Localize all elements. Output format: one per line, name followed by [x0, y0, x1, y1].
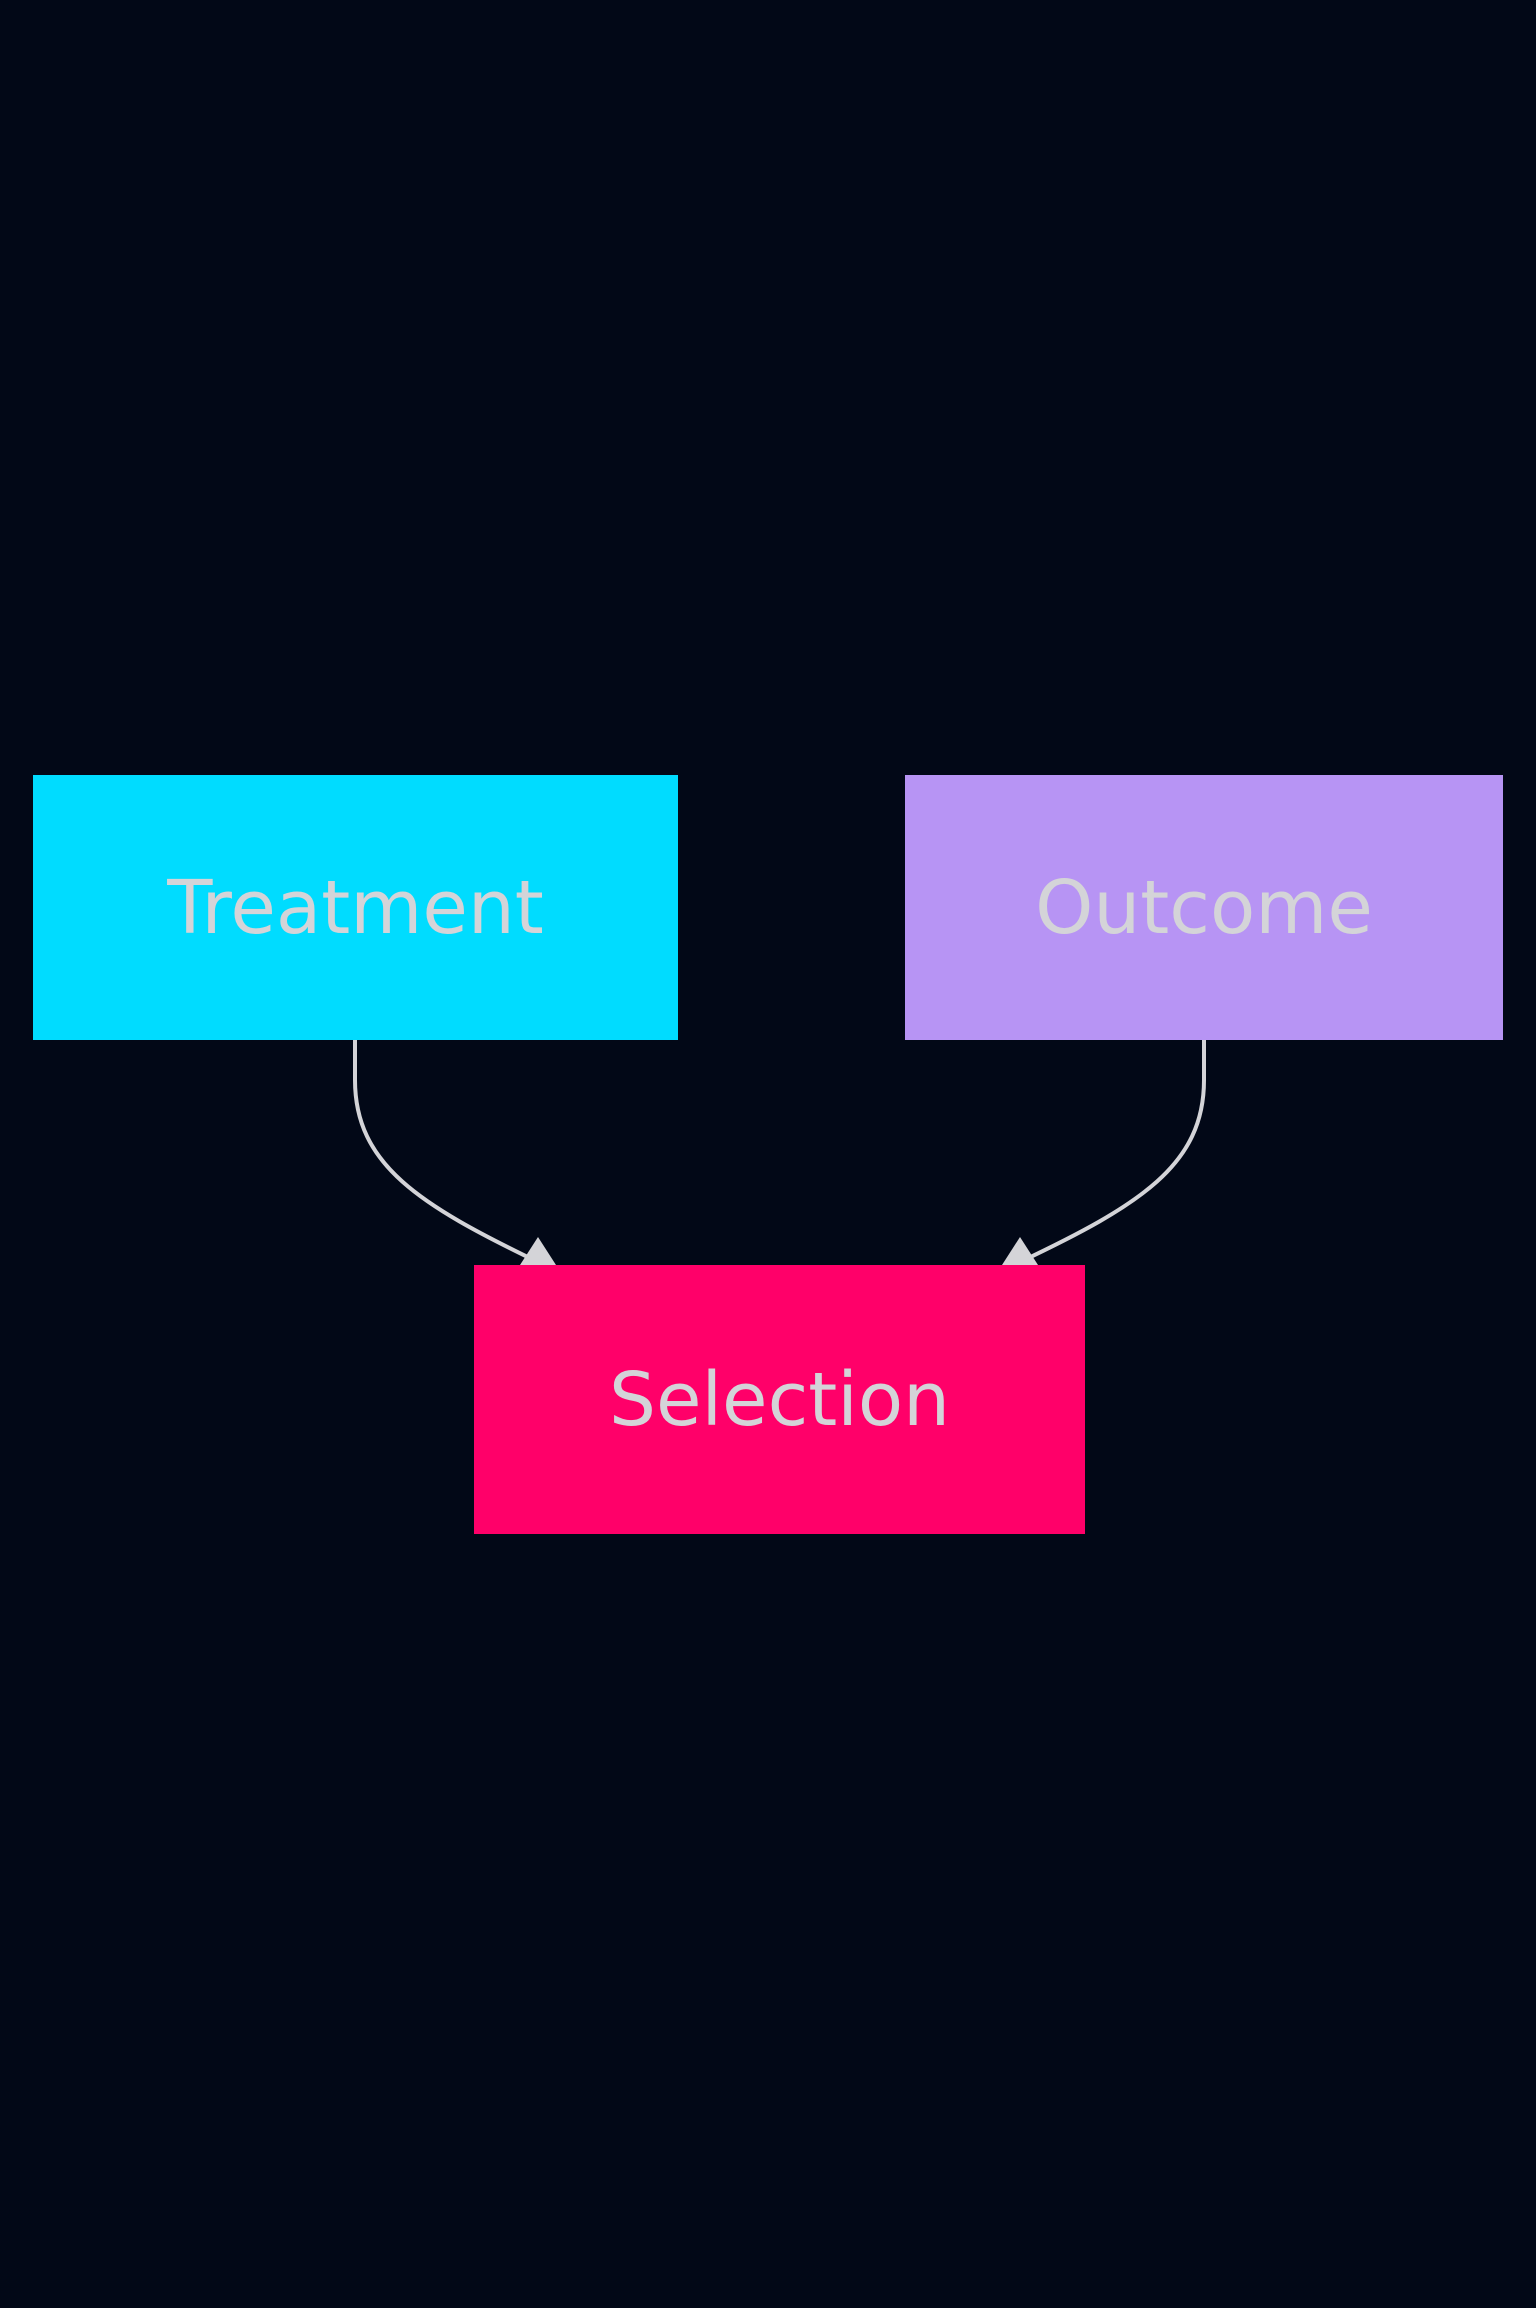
node-outcome[interactable]: Outcome [905, 775, 1503, 1040]
node-treatment[interactable]: Treatment [33, 775, 678, 1040]
node-selection[interactable]: Selection [474, 1265, 1085, 1534]
edge-outcome-to-selection [1019, 1040, 1206, 1264]
node-treatment-label: Treatment [167, 864, 544, 951]
arrowhead-outcome-to-selection [1002, 1237, 1038, 1265]
arrowhead-treatment-to-selection [520, 1237, 556, 1265]
edge-treatment-to-selection [353, 1040, 539, 1264]
node-selection-label: Selection [608, 1356, 951, 1443]
node-outcome-label: Outcome [1035, 864, 1373, 951]
